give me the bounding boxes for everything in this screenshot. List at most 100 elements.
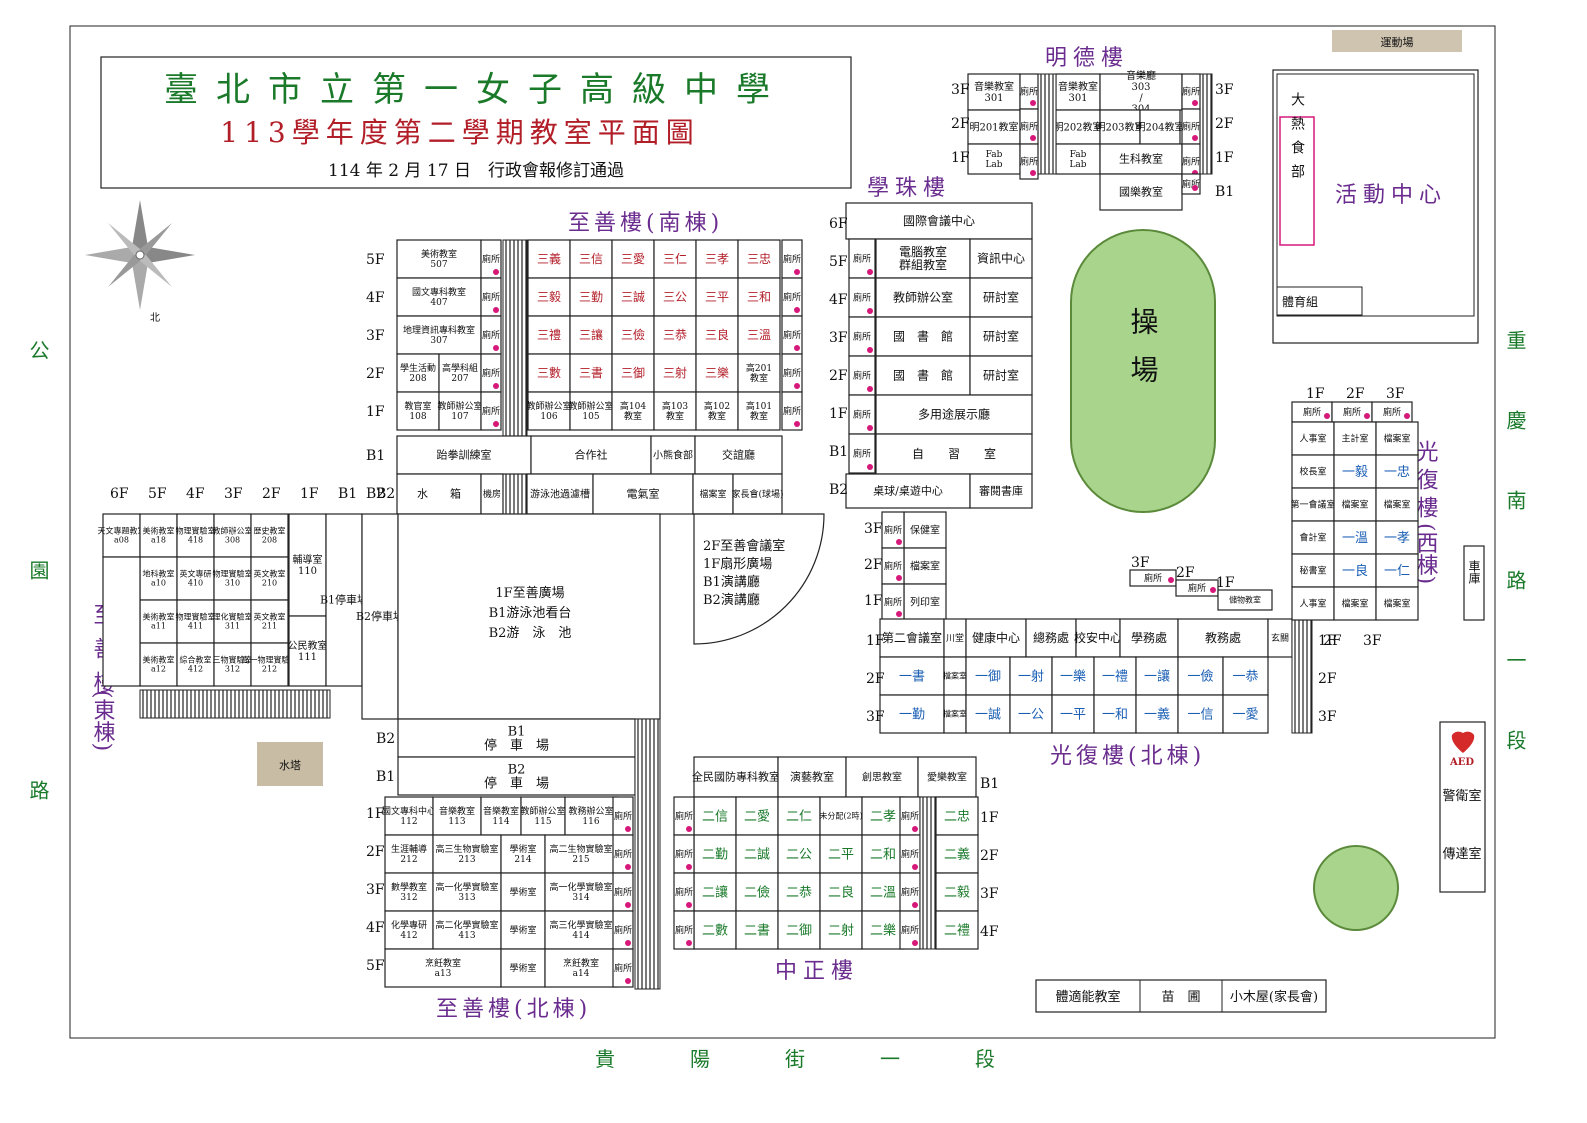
gw-room: 一孝 [1375, 520, 1419, 555]
zz-room: 二讓 [693, 872, 737, 912]
toilet-text: 廁所 [1020, 86, 1038, 98]
zz-room: 二良 [819, 872, 863, 912]
toilet-text: 廁所 [614, 962, 632, 974]
east-room-text: a10 [151, 579, 166, 588]
gn-floor-f3: 3F [866, 709, 885, 725]
mingde-floor-r-f3: 3F [1215, 82, 1234, 98]
mingde-room-text: 明203教室 [1095, 120, 1144, 133]
toilet-text: 廁所 [482, 367, 500, 379]
zz-room-text: 二和 [870, 847, 896, 862]
room-grids: 三義三信三愛三仁三孝三忠三毅三勤三誠三公三平三和三禮三讓三儉三恭三良三溫三數三書… [98, 69, 1419, 990]
east-room-text: 212 [262, 665, 277, 674]
toilet-text: 廁所 [675, 886, 693, 898]
zz-b1-room-text: 演藝教室 [790, 770, 834, 784]
south-b2-room-text: 檔案室 [699, 488, 726, 500]
south-room: 三御 [611, 353, 655, 393]
xuezhu-floor-f1: 1F [829, 406, 848, 422]
aed-heart-icon [1451, 731, 1475, 753]
east-room-text: 312 [225, 665, 240, 674]
zz-room-text: 二誠 [744, 847, 770, 862]
toilet: 廁所 [1331, 401, 1373, 423]
north-room-text: 學術室 [509, 962, 536, 974]
xuezhu-room-text: 國際會議中心 [903, 213, 975, 228]
lecture-text: 2F至善會議室 [703, 538, 785, 554]
xuezhu-room: 研討室 [969, 277, 1033, 318]
south-room: 三書 [569, 353, 613, 393]
zz-room: 二孝 [861, 796, 905, 836]
gw-room: 主計室 [1333, 421, 1377, 456]
small-block-room: 儲物教室 [1217, 589, 1273, 611]
south-left-room-text: 207 [451, 374, 468, 384]
zz-room-text: 二孝 [870, 809, 896, 824]
mingde-room-text: 生科教室 [1119, 152, 1163, 166]
zz-room-text: 二禮 [944, 923, 970, 938]
mingde-room: 明203教室 [1095, 109, 1145, 145]
gw-room-text: 檔案室 [1383, 499, 1410, 511]
north-room-text: a14 [573, 969, 590, 979]
xuezhu-sub-floor-f1: 1F [864, 593, 883, 609]
guangfu-north-label: 光復樓(北棟) [1050, 744, 1205, 769]
delivery-room-label: 傳達室 [1442, 846, 1481, 862]
zz-room: 二信 [693, 796, 737, 836]
gn-f3-room: 一公 [1009, 694, 1053, 734]
gn-f1-room-text: 健康中心 [972, 630, 1020, 645]
south-room: 三恭 [653, 315, 697, 355]
south-room-text: 三數 [537, 366, 561, 380]
xuezhu-room-text: 桌球/桌遊中心 [873, 484, 943, 498]
east-b1-parking: B1停車場 [320, 513, 368, 687]
xuezhu-room-text: 資訊中心 [977, 251, 1025, 266]
zz-room-text: 二愛 [744, 809, 770, 824]
toilet: 廁所 [781, 239, 803, 279]
gn-f3-room: 一和 [1093, 694, 1137, 734]
toilet-text: 廁所 [783, 329, 801, 341]
toilet: 廁所 [781, 315, 803, 355]
toilet-text: 廁所 [1020, 121, 1038, 133]
zz-room-text: 二仁 [786, 809, 812, 824]
south-b2-room: 游泳池過濾槽 [526, 473, 594, 515]
xuezhu-sub-room-text: 檔案室 [910, 559, 940, 572]
north-room-text: 高三化學實驗室 [549, 919, 612, 931]
small-block-room-text: 儲物教室 [1229, 595, 1261, 605]
zhishan-south-label: 至善樓(南棟) [568, 211, 723, 236]
lecture-text: B1演講廳 [703, 574, 760, 590]
xuezhu-room-text: 電腦教室 [899, 244, 947, 259]
stairwell [634, 718, 661, 990]
south-left-room-text: 307 [430, 336, 447, 346]
east-f1-room-text: 110 [298, 566, 317, 577]
bottom-shops: 體適能教室 苗 圃 小木屋(家長會) [1035, 979, 1327, 1013]
east-room-text: 物理實驗室 [176, 526, 216, 536]
south-b2-room-text: 電氣室 [627, 487, 660, 501]
zz-room: 二平 [819, 834, 863, 874]
xuezhu-room: 研討室 [969, 355, 1033, 396]
small-floor-f1: 1F [1216, 575, 1235, 591]
gw-room-text: 一良 [1342, 563, 1368, 579]
south-room: 三愛 [611, 239, 655, 279]
north-room-text: 高一化學實驗室 [549, 881, 612, 893]
gw-room-text: 檔案室 [1383, 598, 1410, 610]
stairwell [139, 689, 331, 719]
east-room-text: 310 [225, 579, 240, 588]
sport-yard-label: 運動場 [1381, 35, 1414, 49]
gw-room: 檔案室 [1375, 487, 1419, 522]
east-floor-f2: 2F [262, 486, 281, 502]
mingde-floor-f1: 1F [951, 150, 970, 166]
north-floor-f5: 5F [366, 958, 385, 974]
south-room-text: 教室 [708, 410, 726, 422]
gw-room-text: 檔案室 [1341, 499, 1368, 511]
gn-f1-room-text: 總務處 [1033, 630, 1069, 645]
toilet: 廁所 [899, 834, 921, 874]
north-room-text: 312 [400, 893, 417, 903]
zhishan-east-sub: (東棟) [90, 690, 116, 751]
south-room-text: 三仁 [663, 252, 687, 266]
zz-room-text: 二御 [786, 923, 812, 938]
north-room: 學術室 [500, 910, 546, 950]
